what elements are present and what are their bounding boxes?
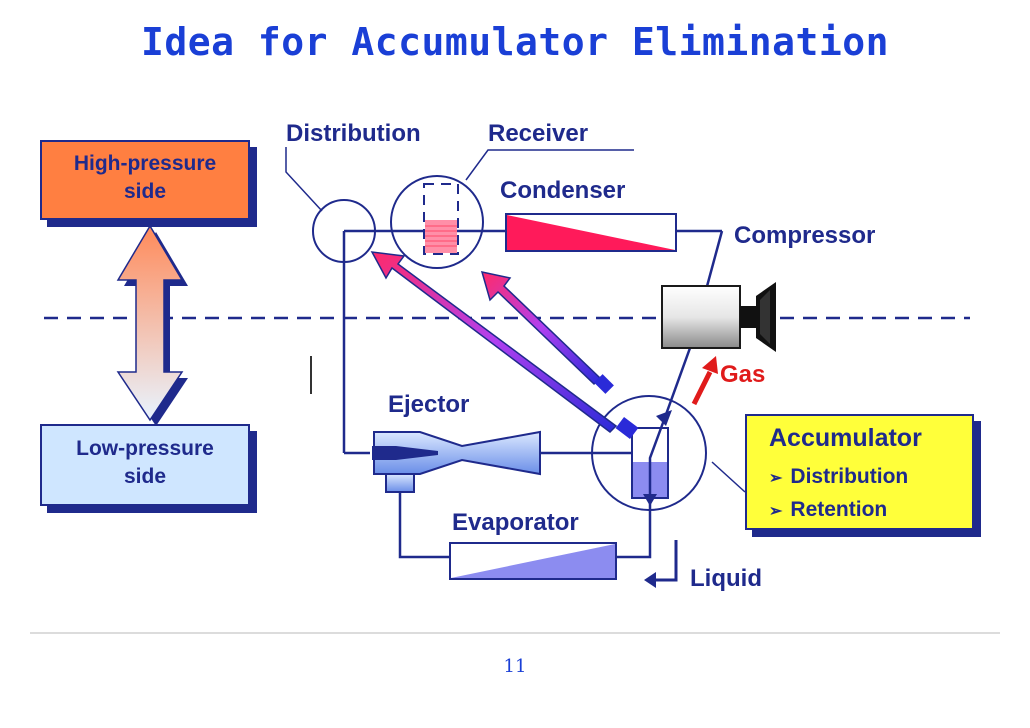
distribution-circle <box>312 199 376 263</box>
receiver-tank <box>423 183 459 255</box>
accumulator-callout: Accumulator ➢Distribution ➢Retention <box>745 414 974 530</box>
gas-label: Gas <box>720 361 766 388</box>
compressor <box>661 282 776 352</box>
low-pressure-line2: side <box>123 465 167 488</box>
low-pressure-side-box: Low-pressure side <box>40 424 250 506</box>
accumulator-item-distribution: ➢Distribution <box>769 465 909 488</box>
evaporator <box>449 542 617 580</box>
distribution-label: Distribution <box>286 120 421 147</box>
high-pressure-side-box: High-pressure side <box>40 140 250 220</box>
pipe-loop <box>342 229 724 559</box>
arrow-bullet-icon: ➢ <box>769 503 783 520</box>
pressure-double-arrow <box>116 224 188 426</box>
arrow-bullet-icon: ➢ <box>769 470 783 487</box>
accumulator-title: Accumulator <box>769 424 922 452</box>
page-title: Idea for Accumulator Elimination <box>140 20 890 64</box>
flow-arrow-to-receiver <box>480 271 614 394</box>
condenser-label: Condenser <box>500 177 626 204</box>
receiver-leader <box>465 149 634 181</box>
condenser <box>505 213 677 252</box>
low-pressure-line1: Low-pressure <box>76 437 214 460</box>
ejector <box>372 430 541 493</box>
liquid-label: Liquid <box>690 565 762 592</box>
evaporator-label: Evaporator <box>452 509 579 536</box>
accumulator-leader <box>711 461 746 493</box>
ejector-label: Ejector <box>388 391 470 418</box>
high-pressure-line1: High-pressure <box>73 152 217 175</box>
accumulator-circle <box>591 395 707 511</box>
receiver-circle <box>390 175 484 269</box>
accumulator-item-retention: ➢Retention <box>769 498 888 521</box>
page-number: 11 <box>503 656 527 677</box>
liquid-arrow <box>644 540 678 588</box>
compressor-label: Compressor <box>734 222 876 249</box>
receiver-label: Receiver <box>488 120 589 147</box>
high-pressure-line2: side <box>123 180 167 203</box>
gas-arrow <box>691 356 718 406</box>
distribution-leader <box>285 147 323 212</box>
flow-arrow-to-distribution <box>370 251 639 440</box>
separator-vessel <box>631 410 672 506</box>
